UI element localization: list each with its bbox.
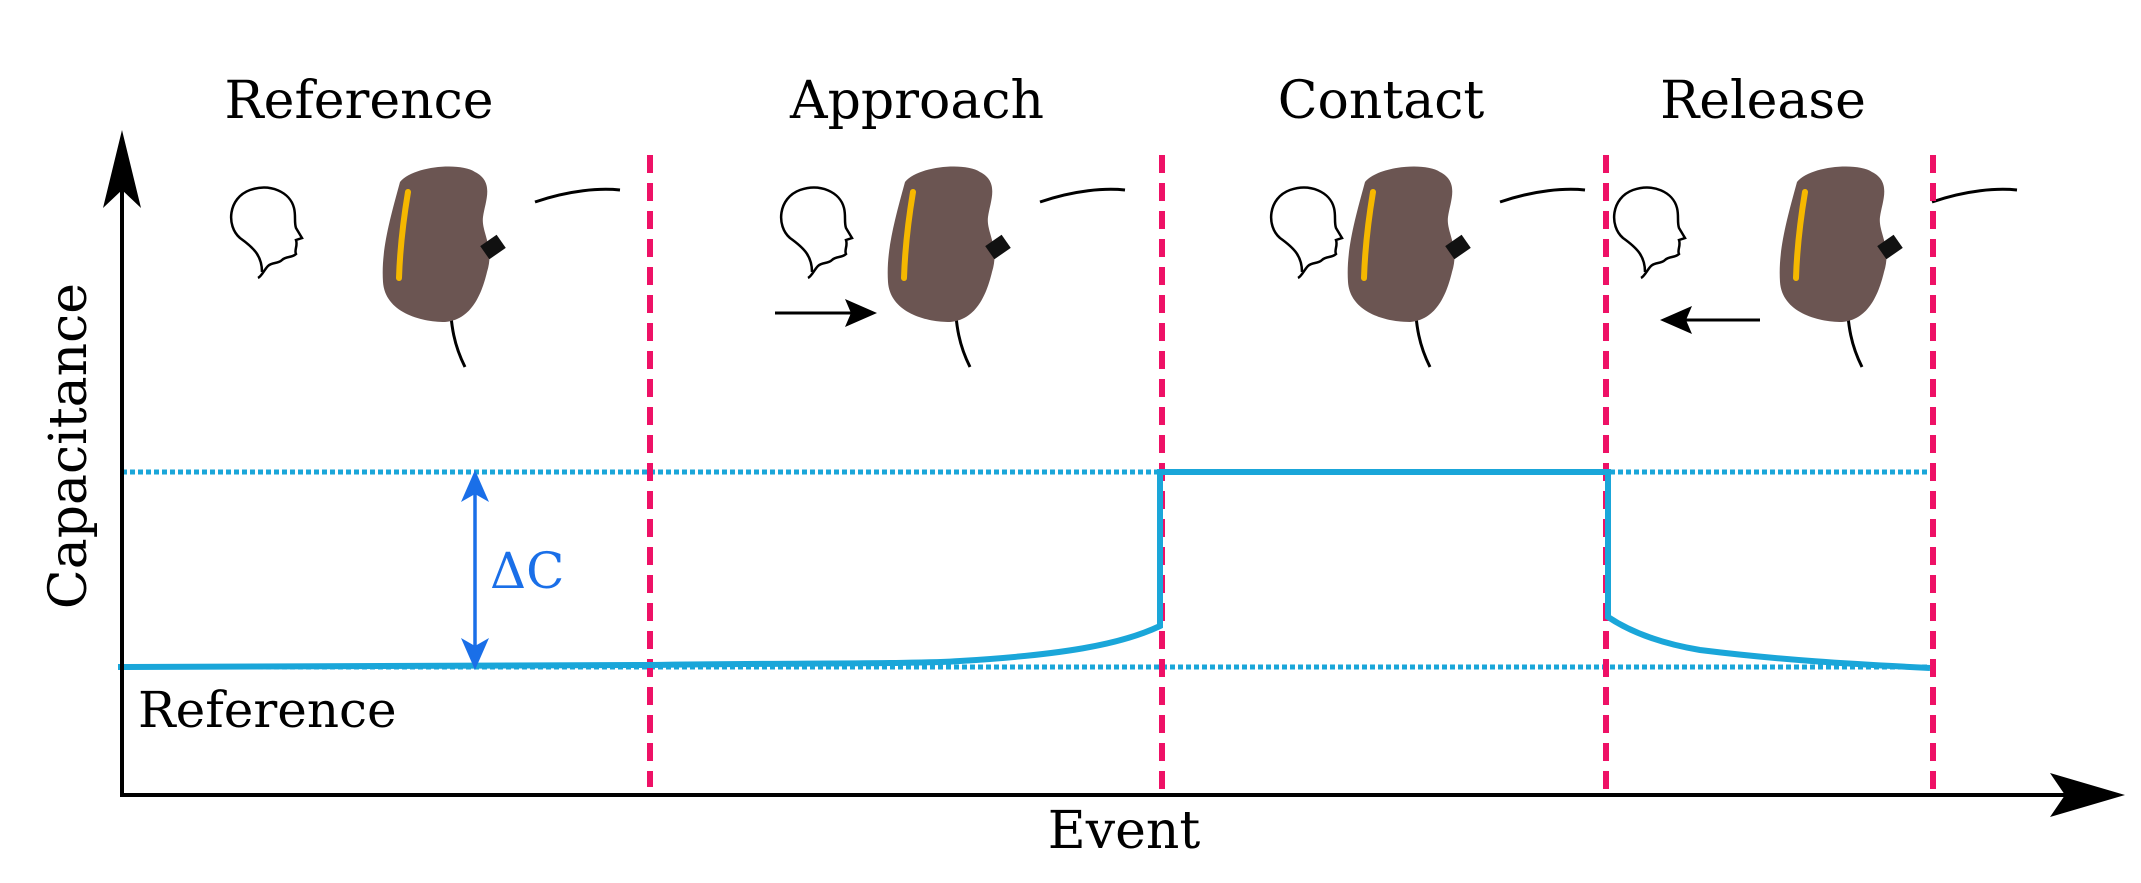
scene-reference [229, 167, 620, 367]
headrest-icon [1780, 167, 2017, 367]
delta-c-indicator [461, 470, 489, 670]
person-head-outline-icon [229, 186, 304, 280]
scene-contact [1269, 167, 1585, 367]
person-head-outline-icon [1269, 186, 1344, 280]
delta-c-label: ΔC [490, 542, 564, 600]
capacitance-signal-curve [117, 469, 1931, 671]
phase-label-approach: Approach [789, 71, 1044, 131]
phase-label-contact: Contact [1278, 71, 1485, 131]
person-head-outline-icon [779, 186, 854, 280]
arrow-right-icon [775, 299, 877, 327]
phase-label-release: Release [1660, 71, 1866, 131]
x-axis [120, 773, 2125, 817]
scene-approach [775, 167, 1125, 367]
y-axis-label: Capacitance [39, 283, 99, 609]
headrest-icon [888, 167, 1125, 367]
arrow-left-icon [1660, 306, 1760, 334]
person-head-outline-icon [1612, 186, 1687, 280]
headrest-icon [383, 167, 620, 367]
scene-release [1612, 167, 2017, 367]
reference-level-label: Reference [138, 681, 397, 739]
headrest-icon [1348, 167, 1585, 367]
phase-label-reference: Reference [225, 71, 494, 131]
x-axis-label: Event [1048, 801, 1201, 861]
y-axis [103, 130, 141, 795]
